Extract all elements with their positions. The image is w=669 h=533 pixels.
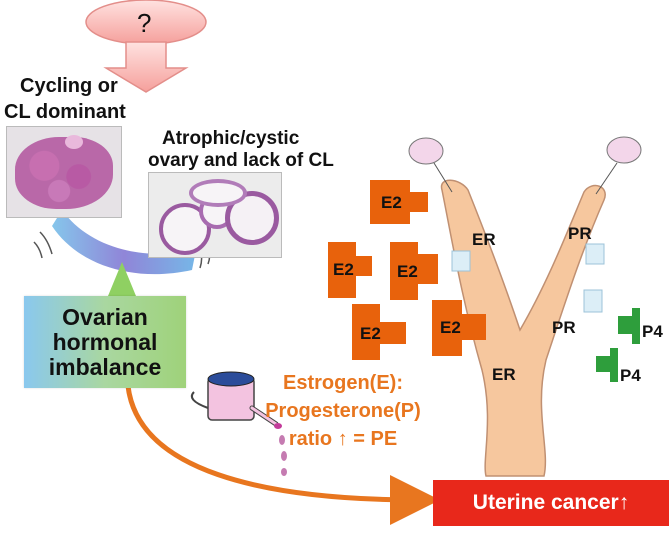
uterus-shape: [440, 179, 606, 477]
e2-block-3: [390, 242, 438, 300]
cycling-ovary-histology: [6, 126, 122, 218]
ratio-line1: Estrogen(E):: [283, 372, 403, 394]
e2-label-5: E2: [440, 318, 461, 337]
bridge-pointer: [108, 262, 136, 296]
e2-block-4: [352, 304, 406, 360]
e2-block-1: [370, 180, 428, 224]
p4-label-1: P4: [642, 322, 663, 341]
e2-label-3: E2: [397, 262, 418, 281]
imbalance-line1: Ovarian: [62, 303, 148, 330]
e2-block-5: [432, 300, 486, 356]
left-ovary-stalk: [433, 162, 453, 193]
pr-label-upper: PR: [568, 224, 592, 243]
receptor-pr-upper: [585, 243, 605, 265]
imbalance-line3: imbalance: [48, 353, 162, 380]
right-ovary-oval: [606, 136, 642, 164]
atrophic-label-line2: ovary and lack of CL: [148, 150, 334, 171]
p4-label-2: P4: [620, 366, 641, 385]
ovary-bridge-band: [52, 210, 196, 275]
uterine-cancer-box: Uterine cancer↑: [433, 480, 669, 526]
e2-label-2: E2: [333, 260, 354, 279]
er-label-lower: ER: [492, 365, 516, 384]
e2-block-2: [328, 242, 372, 298]
ovarian-hormonal-imbalance-box: Ovarian hormonal imbalance: [24, 296, 186, 388]
imbalance-line2: hormonal: [52, 328, 158, 355]
er-label-upper: ER: [472, 230, 496, 249]
atrophic-label-line1: Atrophic/cystic: [162, 128, 300, 149]
left-ovary-oval: [408, 137, 444, 165]
question-mark: ?: [137, 8, 152, 38]
ratio-line2: Progesterone(P): [265, 400, 421, 422]
cycling-label-line2: CL dominant: [4, 101, 126, 123]
e2-label-4: E2: [360, 324, 381, 343]
ratio-line3: ratio ↑ = PE: [288, 428, 398, 450]
p4-block-2: [596, 348, 618, 382]
receptor-er-left: [451, 250, 471, 272]
p4-block-1: [618, 308, 640, 344]
atrophic-ovary-histology: [148, 172, 282, 258]
pr-label-lower: PR: [552, 318, 576, 337]
e2-label-1: E2: [381, 193, 402, 212]
right-ovary-stalk: [595, 162, 618, 195]
question-down-arrow: [103, 41, 189, 93]
cycling-label-line1: Cycling or: [20, 75, 118, 97]
watering-can-icon: [190, 371, 287, 476]
vibration-left: [33, 231, 53, 259]
receptor-pr-lower: [583, 289, 603, 313]
imbalance-to-cancer-arrow: [125, 385, 440, 525]
